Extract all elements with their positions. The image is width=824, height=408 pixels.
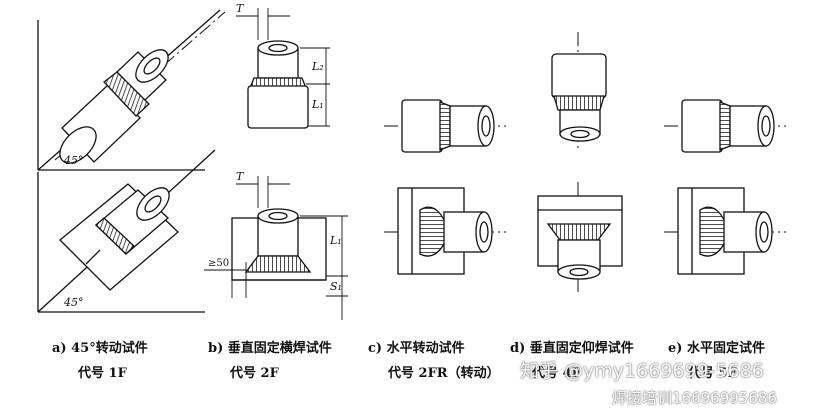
specimen-c-top — [384, 99, 506, 153]
specimen-e-bottom — [664, 187, 786, 275]
caption-b-code: 代号 2F — [230, 366, 279, 381]
caption-c-code: 代号 2FR（转动） — [388, 366, 500, 381]
caption-e-label: e) 水平固定试件 — [668, 341, 765, 356]
specimen-a-bottom — [37, 149, 216, 313]
length-s1-label: S₁ — [330, 280, 342, 293]
caption-c-label: c) 水平转动试件 — [368, 341, 465, 356]
length-l1-label-top: L₁ — [311, 98, 324, 111]
thickness-label-b-top: T — [236, 2, 245, 15]
min-50-label: ≥50 — [208, 258, 229, 269]
watermark-phone: 焊接培训16696995686 — [612, 389, 777, 407]
specimen-c-bottom — [384, 187, 506, 275]
watermark-zhihu: 知乎 @ymy1669699-5686 — [520, 360, 764, 382]
caption-a-label: a) 45°转动试件 — [52, 341, 148, 356]
specimen-e-top — [664, 99, 786, 153]
specimen-b-top — [236, 8, 330, 129]
caption-d-code: 代号 4F — [532, 366, 581, 381]
angle-label-a-top: 45° — [63, 154, 84, 167]
caption-d-label: d) 垂直固定仰焊试件 — [510, 341, 634, 356]
length-l1-label-bottom: L₁ — [329, 234, 342, 247]
length-l2-label-top: L₂ — [311, 60, 324, 73]
specimen-d-top — [551, 32, 607, 152]
angle-label-a-bottom: 45° — [63, 296, 84, 309]
specimen-d-bottom — [537, 182, 623, 292]
caption-b-label: b) 垂直固定横焊试件 — [208, 341, 332, 356]
specimen-b-bottom — [204, 176, 348, 320]
caption-e-code: 代号 5F — [688, 366, 737, 381]
thickness-label-b-bottom: T — [236, 170, 245, 183]
specimen-a-top — [37, 9, 226, 171]
caption-a-code: 代号 1F — [78, 366, 127, 381]
